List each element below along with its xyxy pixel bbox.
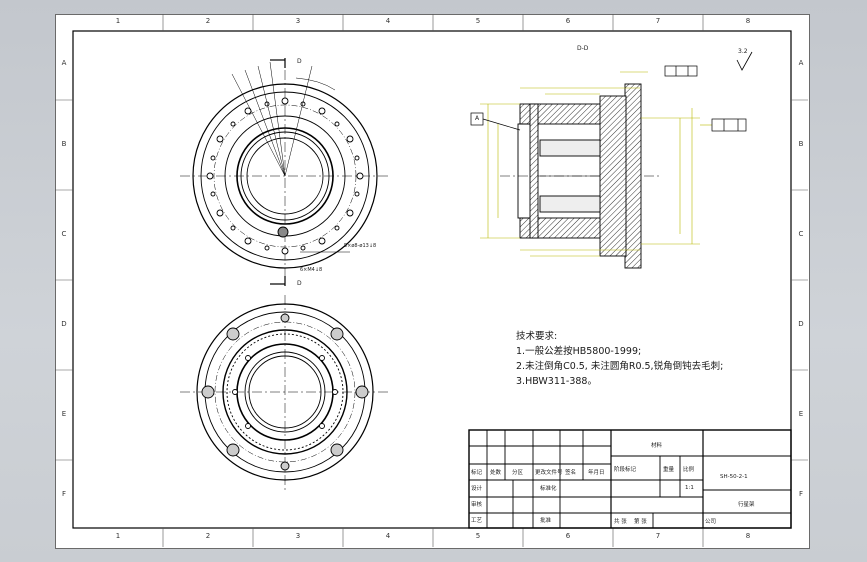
hole-callout: 5×ø8-ø13↓8 (344, 243, 377, 249)
bolt-holes-outer (206, 97, 364, 255)
section-marker-bottom: D (297, 280, 302, 287)
section-view (500, 83, 660, 269)
zone-left-e: E (61, 410, 67, 418)
zone-top-5: 5 (475, 17, 481, 25)
pin-hole (277, 226, 289, 238)
zone-bottom-7: 7 (655, 532, 661, 540)
tb-header-mark: 标记 (471, 470, 483, 476)
inner-frame (72, 30, 792, 529)
rear-view (180, 295, 390, 490)
front-view (180, 58, 390, 286)
zone-left-b: B (61, 140, 67, 148)
tech-note-1: 1.一般公差按HB5800-1999; (516, 346, 642, 357)
zone-bottom-6: 6 (565, 532, 571, 540)
title-block (468, 429, 792, 529)
roughness-symbol (736, 51, 753, 71)
tb-header-sign: 签名 (565, 470, 577, 476)
zone-bottom-4: 4 (385, 532, 391, 540)
drawing-sheet (55, 14, 810, 549)
tb-check: 审核 (471, 502, 483, 508)
zone-ticks (55, 14, 808, 547)
datum-label: A (475, 115, 480, 122)
zone-top-8: 8 (745, 17, 751, 25)
zone-top-7: 7 (655, 17, 661, 25)
tb-scale-value: 1:1 (685, 485, 694, 491)
angle-leaders (231, 61, 336, 177)
section-marker-top: D (297, 58, 302, 65)
tb-stage-mark: 阶段标记 (614, 467, 637, 473)
zone-top-1: 1 (115, 17, 121, 25)
zone-top-2: 2 (205, 17, 211, 25)
zone-right-d: D (798, 320, 804, 328)
section-view-label: D-D (577, 45, 589, 52)
tech-note-3: 3.HBW311-388。 (516, 376, 597, 387)
tb-part-name: 行星架 (738, 502, 755, 508)
tb-process: 工艺 (471, 518, 483, 524)
datum-box (470, 65, 747, 132)
zone-right-b: B (798, 140, 804, 148)
zone-top-4: 4 (385, 17, 391, 25)
tb-scale: 比例 (683, 467, 695, 473)
zone-bottom-1: 1 (115, 532, 121, 540)
tb-header-count: 处数 (490, 470, 502, 476)
zone-bottom-2: 2 (205, 532, 211, 540)
zone-left-c: C (61, 230, 67, 238)
zone-right-c: C (798, 230, 804, 238)
thread-callout: 6×M4↓8 (300, 267, 323, 273)
tb-sheet-count: 共 张 (614, 519, 627, 525)
tb-material: 材料 (651, 443, 663, 449)
tb-header-date: 年月日 (588, 470, 605, 476)
section-markers (270, 58, 286, 286)
tb-drawing-no: SH-50-2-1 (720, 474, 748, 480)
zone-right-a: A (798, 59, 804, 67)
counterbored-holes (201, 313, 369, 471)
zone-bottom-5: 5 (475, 532, 481, 540)
tb-approve: 批准 (540, 518, 552, 524)
zone-right-f: F (798, 490, 804, 498)
tb-standardize: 标准化 (540, 486, 557, 492)
technical-requirements: 技术要求: 1.一般公差按HB5800-1999; 2.未注倒角C0.5, 未注… (516, 329, 723, 389)
roughness-value: 3.2 (738, 48, 748, 55)
tb-company: 公司 (705, 519, 717, 525)
dimension-lines (480, 71, 712, 257)
tb-sheet-no: 第 张 (634, 519, 647, 525)
zone-left-d: D (61, 320, 67, 328)
zone-bottom-8: 8 (745, 532, 751, 540)
zone-left-a: A (61, 59, 67, 67)
tb-weight: 重量 (663, 467, 675, 473)
zone-bottom-3: 3 (295, 532, 301, 540)
tb-header-doc: 更改文件号 (535, 470, 563, 476)
zone-right-e: E (798, 410, 804, 418)
zone-left-f: F (61, 490, 67, 498)
zone-top-3: 3 (295, 17, 301, 25)
tech-note-2: 2.未注倒角C0.5, 未注圆角R0.5,锐角倒钝去毛刺; (516, 361, 724, 372)
inner-bolt-holes (232, 355, 338, 429)
tb-header-zone: 分区 (512, 470, 524, 476)
zone-top-6: 6 (565, 17, 571, 25)
tb-design: 设计 (471, 486, 483, 492)
tech-notes-title: 技术要求: (516, 331, 558, 342)
